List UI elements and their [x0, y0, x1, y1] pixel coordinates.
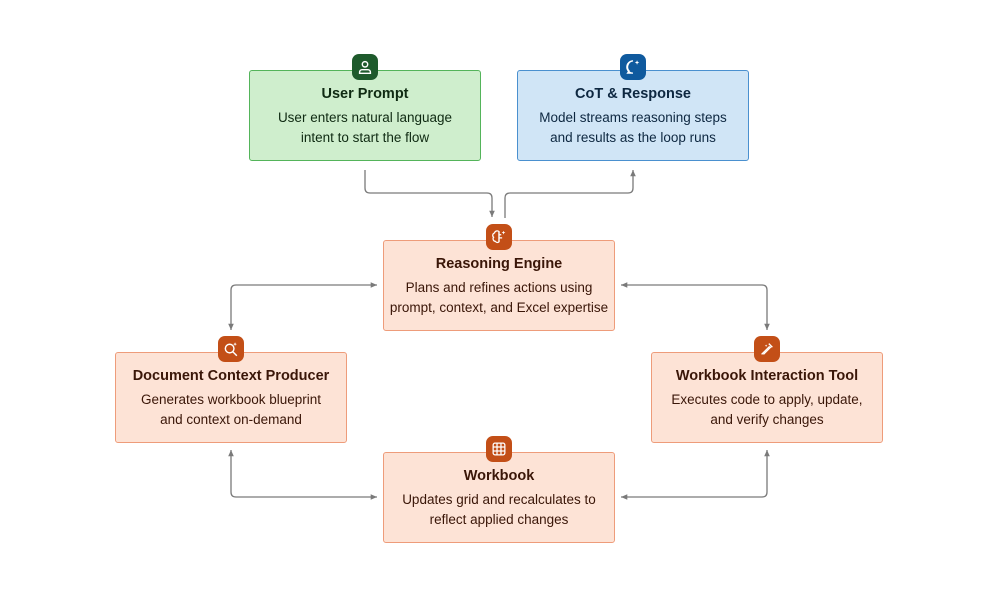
workbook-interaction-tool-desc-line-1: Executes code to apply, update, [671, 392, 863, 407]
grid-icon [486, 436, 512, 462]
user-prompt-title: User Prompt [321, 86, 409, 102]
workbook-interaction-tool-title: Workbook Interaction Tool [675, 368, 859, 384]
workbook-desc-line-2: reflect applied changes [429, 512, 569, 527]
edge-reasoning-engine-document-context-producer [228, 282, 377, 330]
cot-response-title: CoT & Response [574, 86, 691, 102]
wand-icon [754, 336, 780, 362]
user-icon [352, 54, 378, 80]
document-context-producer-title: Document Context Producer [132, 368, 330, 384]
reasoning-engine-title: Reasoning Engine [435, 256, 563, 272]
user-prompt-desc-line-2: intent to start the flow [300, 130, 430, 145]
cot-response-node: CoT & Response Model streams reasoning s… [517, 70, 749, 161]
user-prompt-node: User Prompt User enters natural language… [249, 70, 481, 161]
edge-reasoning-engine-to-cot-response [504, 170, 636, 218]
reasoning-engine-desc-line-2: prompt, context, and Excel expertise [389, 300, 609, 315]
user-prompt-desc-line-1: User enters natural language [277, 110, 453, 125]
edge-user-prompt-to-reasoning-engine [364, 170, 495, 217]
workbook-desc-line-1: Updates grid and recalculates to [402, 492, 596, 507]
edge-document-context-producer-workbook [228, 450, 377, 500]
workbook-title: Workbook [463, 468, 535, 484]
document-context-producer-desc-line-2: and context on-demand [160, 412, 302, 427]
document-context-producer-desc-line-1: Generates workbook blueprint [140, 392, 322, 407]
reasoning-engine-desc-line-1: Plans and refines actions using [405, 280, 593, 295]
search-sparkle-icon [218, 336, 244, 362]
cot-response-desc-line-2: and results as the loop runs [550, 130, 716, 145]
reasoning-engine-node: Reasoning Engine Plans and refines actio… [383, 240, 615, 331]
edge-workbook-workbook-interaction-tool [621, 450, 770, 500]
chat-sparkle-icon [620, 54, 646, 80]
document-context-producer-node: Document Context Producer Generates work… [115, 352, 347, 443]
edge-reasoning-engine-workbook-interaction-tool [621, 282, 770, 330]
workbook-interaction-tool-node: Workbook Interaction Tool Executes code … [651, 352, 883, 443]
cot-response-desc-line-1: Model streams reasoning steps [539, 110, 727, 125]
brain-icon [486, 224, 512, 250]
workbook-interaction-tool-desc-line-2: and verify changes [710, 412, 824, 427]
workbook-node: Workbook Updates grid and recalculates t… [383, 452, 615, 543]
